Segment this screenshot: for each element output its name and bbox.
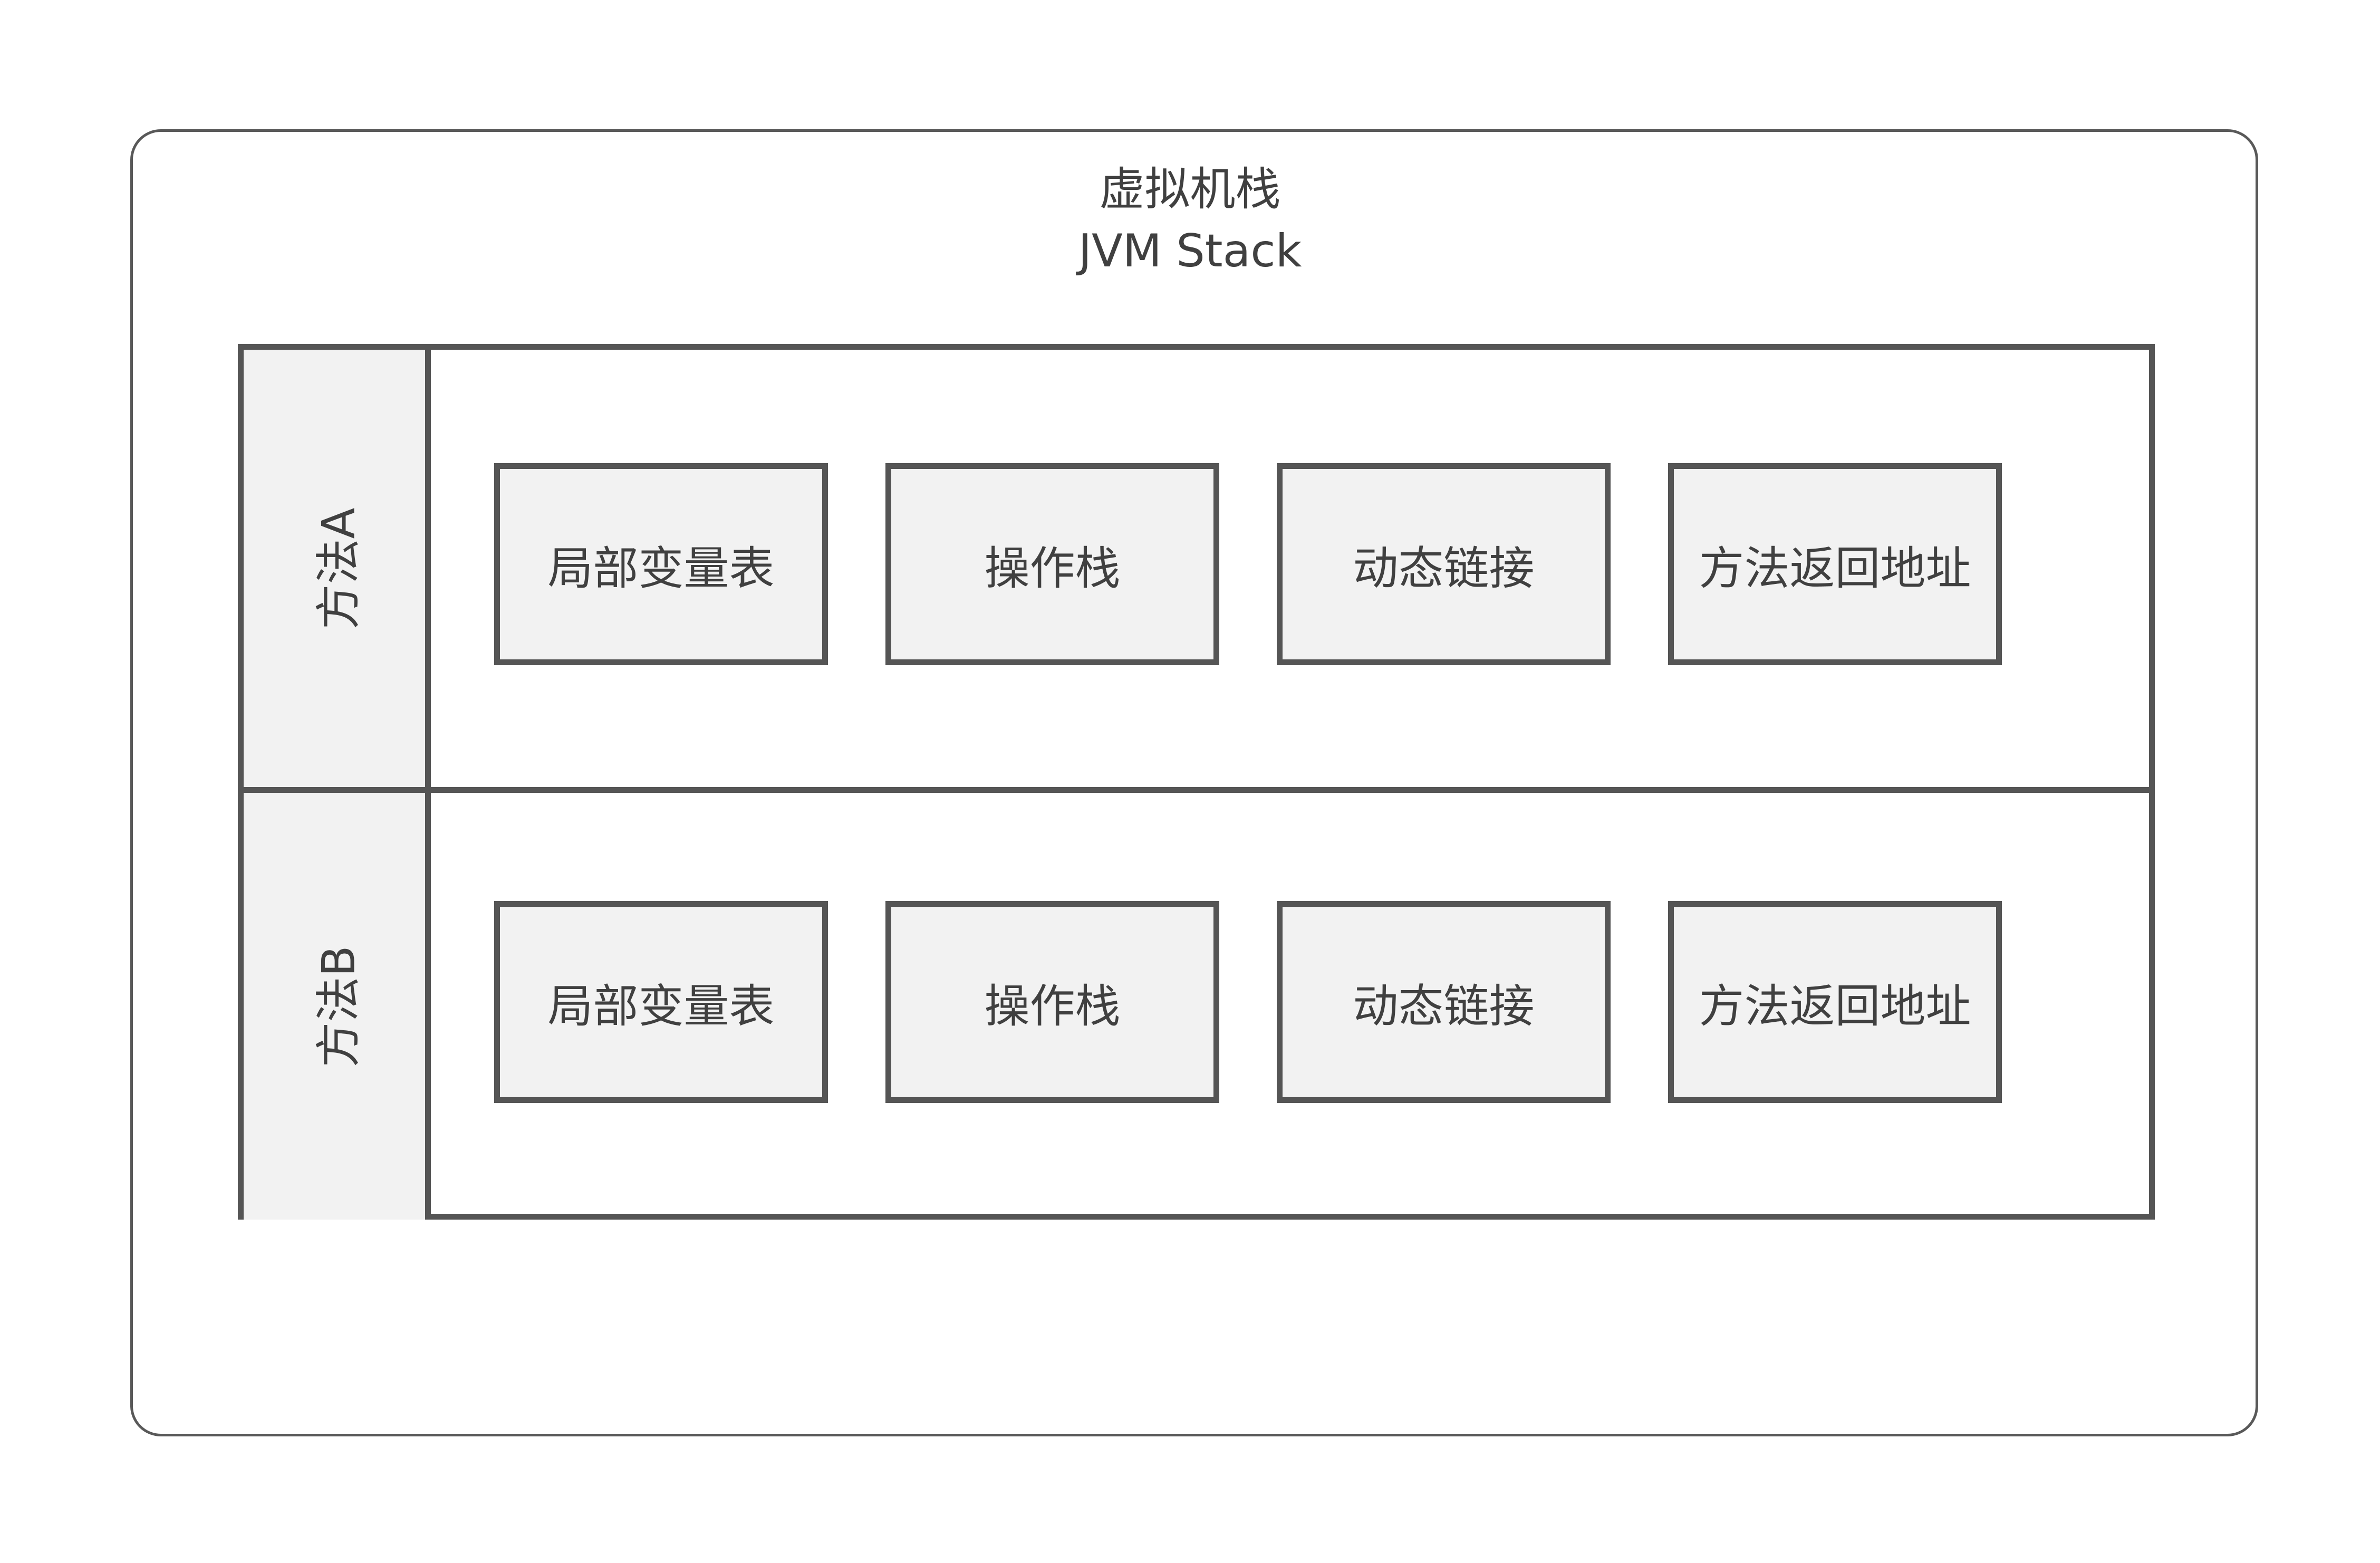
frame-label-column: 方法B	[244, 793, 431, 1220]
diagram-title-cn: 虚拟机栈	[1099, 163, 1281, 216]
local-variable-table: 局部变量表	[494, 463, 828, 665]
frame-label: 方法A	[312, 507, 365, 629]
operand-stack: 操作栈	[885, 901, 1219, 1103]
dynamic-linking: 动态链接	[1277, 463, 1611, 665]
frame-label-column: 方法A	[244, 350, 431, 787]
stack-frame-method-a: 方法A 局部变量表 操作栈 动态链接 方法返回地址	[244, 350, 2149, 787]
local-variable-table: 局部变量表	[494, 901, 828, 1103]
diagram-title-en: JVM Stack	[1078, 225, 1302, 277]
operand-stack: 操作栈	[885, 463, 1219, 665]
frame-label: 方法B	[312, 945, 365, 1067]
stack-frames: 方法A 局部变量表 操作栈 动态链接 方法返回地址 方法B 局部变量表 操作栈 …	[238, 344, 2155, 1220]
stack-frame-method-b: 方法B 局部变量表 操作栈 动态链接 方法返回地址	[244, 787, 2149, 1220]
return-address: 方法返回地址	[1668, 901, 2002, 1103]
dynamic-linking: 动态链接	[1277, 901, 1611, 1103]
return-address: 方法返回地址	[1668, 463, 2002, 665]
